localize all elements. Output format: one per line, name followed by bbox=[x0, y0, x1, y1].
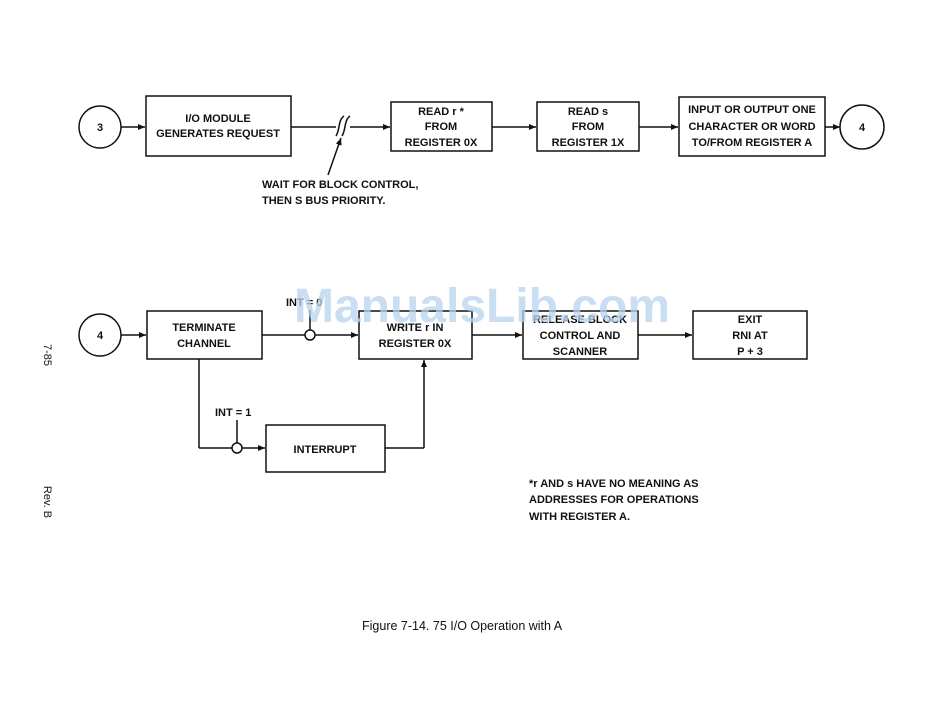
box-read-r bbox=[390, 101, 493, 152]
box-request bbox=[145, 95, 292, 157]
int1-label: INT = 1 bbox=[215, 407, 251, 419]
figure-caption: Figure 7-14. 75 I/O Operation with A bbox=[362, 619, 563, 633]
connector-4-start-circle bbox=[78, 313, 122, 357]
wait-note-line-1: WAIT FOR BLOCK CONTROL, bbox=[262, 179, 418, 191]
box-read-r-line-3: REGISTER 0X bbox=[405, 137, 478, 149]
box-write-line-1: WRITE r IN bbox=[387, 322, 444, 334]
connector-4-end-circle bbox=[839, 104, 885, 150]
connector-4-end-label: 4 bbox=[859, 122, 866, 134]
box-request-line-2: GENERATES REQUEST bbox=[156, 128, 280, 140]
int0-label: INT = 0 bbox=[286, 297, 322, 309]
int0-branch-circle bbox=[304, 329, 316, 341]
wait-note-line-2: THEN S BUS PRIORITY. bbox=[262, 195, 385, 207]
box-write-line-2: REGISTER 0X bbox=[379, 338, 452, 350]
int1-branch-circle bbox=[231, 442, 243, 454]
footnote-line-3: WITH REGISTER A. bbox=[529, 511, 630, 523]
box-release-line-2: CONTROL AND bbox=[540, 330, 621, 342]
box-read-s-line-3: REGISTER 1X bbox=[552, 137, 625, 149]
connector-4-start-label: 4 bbox=[97, 330, 104, 342]
box-interrupt bbox=[265, 424, 386, 473]
box-terminate-line-2: CHANNEL bbox=[177, 338, 231, 350]
box-request-line-1: I/O MODULE bbox=[185, 113, 250, 125]
box-read-r-line-2: FROM bbox=[425, 121, 457, 133]
break-symbol bbox=[335, 115, 351, 137]
footnote-line-2: ADDRESSES FOR OPERATIONS bbox=[529, 494, 699, 506]
box-read-r-line-1: READ r * bbox=[418, 106, 465, 118]
box-terminate-line-1: TERMINATE bbox=[172, 322, 235, 334]
box-terminate bbox=[146, 310, 263, 360]
box-exit-line-3: P + 3 bbox=[737, 346, 763, 358]
connector-3-circle bbox=[78, 105, 122, 149]
box-exit-line-1: EXIT bbox=[738, 314, 763, 326]
box-read-s-line-2: FROM bbox=[572, 121, 604, 133]
box-release bbox=[522, 310, 639, 360]
box-read-s bbox=[536, 101, 640, 152]
box-io-line-1: INPUT OR OUTPUT ONE bbox=[688, 104, 816, 116]
box-exit-line-2: RNI AT bbox=[732, 330, 768, 342]
connector-3-label: 3 bbox=[97, 122, 103, 134]
box-read-s-line-1: READ s bbox=[568, 106, 608, 118]
box-io-line-3: TO/FROM REGISTER A bbox=[692, 137, 812, 149]
box-exit bbox=[692, 310, 808, 360]
box-io bbox=[678, 96, 826, 157]
watermark: ManualsLib.com bbox=[294, 280, 670, 333]
footnote-line-1: *r AND s HAVE NO MEANING AS bbox=[529, 478, 699, 490]
wait-pointer-line bbox=[327, 137, 342, 176]
box-interrupt-label: INTERRUPT bbox=[294, 444, 357, 456]
box-io-line-2: CHARACTER OR WORD bbox=[688, 121, 815, 133]
box-release-line-1: RELEASE BLOCK bbox=[533, 314, 627, 326]
revision-label: Rev. B bbox=[41, 486, 53, 518]
page-number-label: 7-85 bbox=[41, 344, 53, 366]
box-write bbox=[358, 310, 473, 360]
box-release-line-3: SCANNER bbox=[553, 346, 607, 358]
